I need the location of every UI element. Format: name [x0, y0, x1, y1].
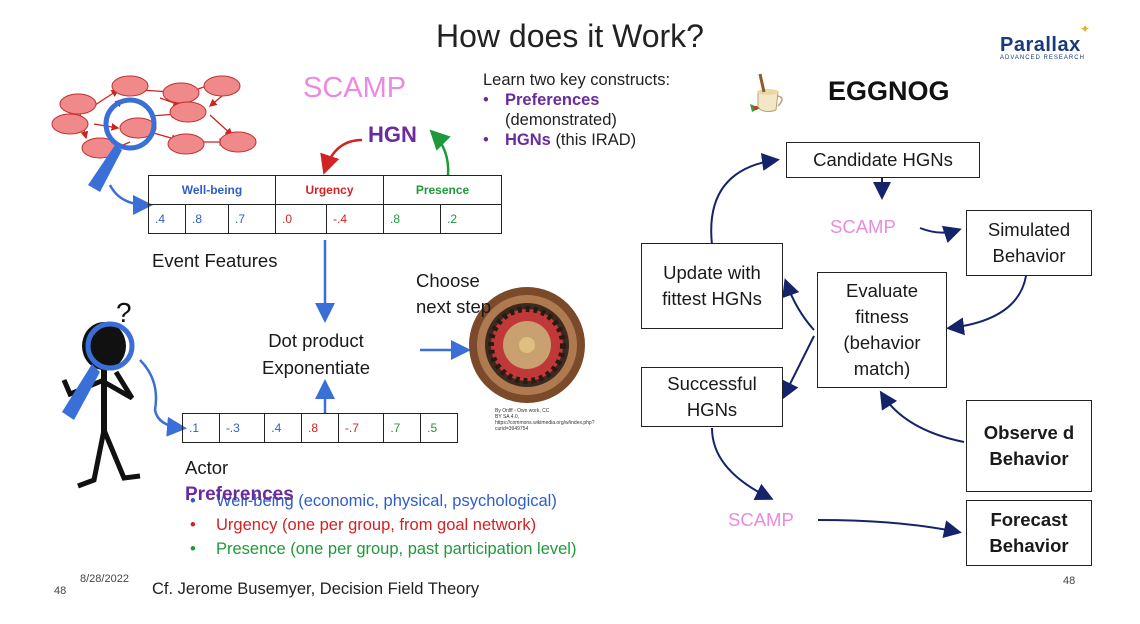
roulette-wheel-icon	[469, 287, 585, 403]
hgn-label: HGN	[368, 122, 417, 147]
logo-name: Parallax	[1000, 34, 1081, 56]
eggnog-cup-icon	[750, 73, 783, 113]
footer-page-right: 48	[1063, 575, 1076, 587]
feature-cell: .7	[228, 204, 276, 234]
choose-line-1: Choose	[416, 270, 480, 291]
learn-item-hgns: •HGNs (this IRAD)	[483, 131, 637, 149]
pref-cell: .8	[301, 413, 339, 443]
footer-date: 8/28/2022	[80, 573, 129, 585]
pref-cell: -.3	[218, 413, 266, 443]
pref-cell: .5	[420, 413, 458, 443]
parallax-logo: ✦ Parallax ADVANCED RESEARCH	[1000, 22, 1100, 61]
pref-cell: -.7	[337, 413, 385, 443]
update-hgns-box: Update with fittest HGNs	[641, 243, 783, 329]
exponentiate-label: Exponentiate	[262, 357, 371, 378]
bullet-urgency: •Urgency (one per group, from goal netwo…	[190, 516, 537, 534]
feature-cell: .8	[185, 204, 229, 234]
bullet-presence: •Presence (one per group, past participa…	[190, 540, 577, 558]
scamp-label: SCAMP	[303, 72, 407, 104]
simulated-behavior-box: Simulated Behavior	[966, 210, 1092, 276]
svg-text:?: ?	[116, 297, 132, 328]
choose-next-step: Choose next step	[416, 268, 491, 320]
learn-constructs: Learn two key constructs: •Preferences(d…	[483, 70, 683, 150]
image-credit: By Onlff - Own work, CC BY SA 4.0, https…	[495, 408, 595, 432]
pref-cell: .7	[383, 413, 422, 443]
header-presence: Presence	[383, 175, 502, 205]
pref-cell: .4	[264, 413, 303, 443]
evaluate-fitness-box: Evaluate fitness (behavior match)	[817, 272, 947, 388]
dot-product-label: Dot product	[268, 330, 364, 351]
star-icon: ✦	[1080, 22, 1091, 36]
forecast-behavior-box: Forecast Behavior	[966, 500, 1092, 566]
feature-cell: .2	[440, 204, 502, 234]
learn-item-preferences: •Preferences(demonstrated)	[483, 91, 617, 129]
successful-hgns-box: Successful HGNs	[641, 367, 783, 427]
stick-figure-icon: ?	[61, 297, 141, 489]
header-urgency: Urgency	[275, 175, 384, 205]
footer-page-left: 48	[54, 585, 67, 597]
scamp-top-label: SCAMP	[830, 216, 896, 237]
logo-tagline: ADVANCED RESEARCH	[1000, 55, 1085, 61]
footer-citation: Cf. Jerome Busemyer, Decision Field Theo…	[152, 580, 480, 598]
header-well-being: Well-being	[148, 175, 276, 205]
scamp-bottom-label: SCAMP	[728, 509, 794, 530]
candidate-hgns-box: Candidate HGNs	[786, 142, 980, 178]
dot-product-text: Dot product Exponentiate	[262, 327, 370, 381]
preference-bullets: •Well-being (economic, physical, psychol…	[190, 489, 576, 561]
slide-title: How does it Work?	[436, 18, 704, 54]
actor-label: Actor	[185, 457, 229, 478]
preferences-title: Preferences	[185, 484, 294, 505]
eggnog-title: EGGNOG	[828, 76, 950, 106]
network-graph-icon	[51, 75, 257, 192]
learn-intro: Learn two key constructs:	[483, 71, 671, 89]
feature-cell: .4	[148, 204, 186, 234]
event-feature-table: Well-being Urgency Presence .4 .8 .7 .0 …	[148, 175, 502, 234]
observed-behavior-box: Observe d Behavior	[966, 400, 1092, 492]
bullet-well-being: •Well-being (economic, physical, psychol…	[190, 492, 557, 510]
pref-cell: .1	[182, 413, 220, 443]
feature-cell: .8	[383, 204, 441, 234]
choose-line-2: next step	[416, 296, 492, 317]
event-features-label: Event Features	[152, 250, 278, 271]
feature-cell: .0	[275, 204, 327, 234]
feature-cell: -.4	[326, 204, 384, 234]
preference-table: .1 -.3 .4 .8 -.7 .7 .5	[182, 413, 458, 443]
